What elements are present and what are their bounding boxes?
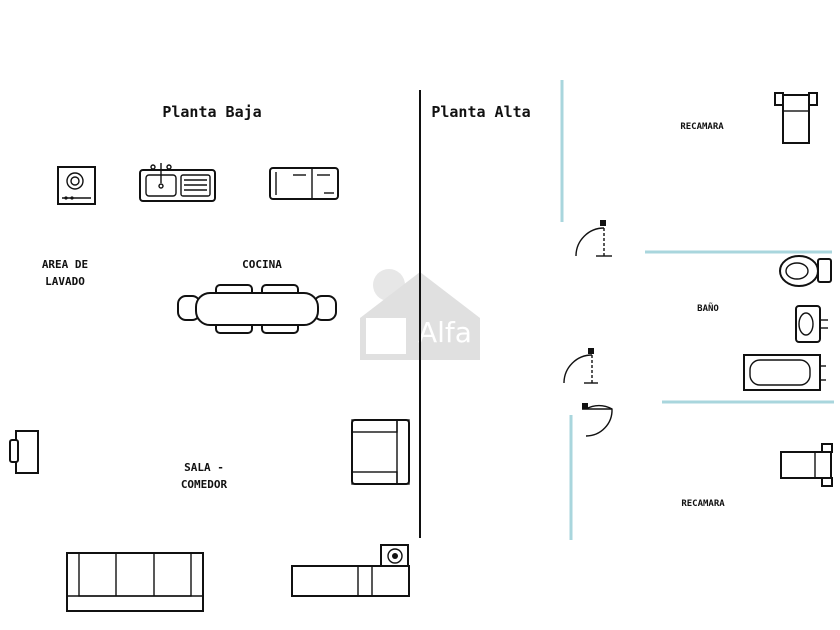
door-swing-icon [563, 348, 598, 384]
bench-icon [291, 565, 410, 597]
bathroom-label: BAÑO [697, 303, 719, 314]
sofa-icon [66, 552, 204, 612]
bathroom-sink-icon [795, 305, 828, 343]
stove-icon [57, 166, 96, 205]
bedroom-2-label: RECAMARA [681, 499, 725, 509]
upper-floor-title: Planta Alta [431, 103, 530, 121]
partition-walls [560, 80, 834, 540]
door-swing-icon [582, 403, 613, 437]
door-swing-icon [575, 220, 612, 257]
ground-floor-title: Planta Baja [162, 103, 261, 121]
armchair-icon [351, 419, 410, 485]
toilet-icon [779, 255, 832, 287]
side-chair-icon [9, 430, 39, 474]
bedroom-1-label: RECAMARA [680, 122, 724, 132]
bathtub-icon [743, 354, 826, 391]
watermark-text: Alfa [418, 316, 472, 349]
kitchen-label: COCINA [242, 258, 282, 271]
laundry-label-line1: AREA DE [42, 258, 88, 271]
living-label-line2: COMEDOR [181, 478, 228, 491]
bed-icon [774, 92, 818, 144]
living-label-line1: SALA - [184, 461, 224, 474]
kitchen-sink-icon [139, 163, 216, 202]
bed-icon [780, 443, 833, 487]
laundry-label-line2: LAVADO [45, 275, 85, 288]
washer-icon [380, 544, 409, 569]
dining-table-icon [177, 284, 337, 334]
refrigerator-icon [269, 167, 339, 200]
